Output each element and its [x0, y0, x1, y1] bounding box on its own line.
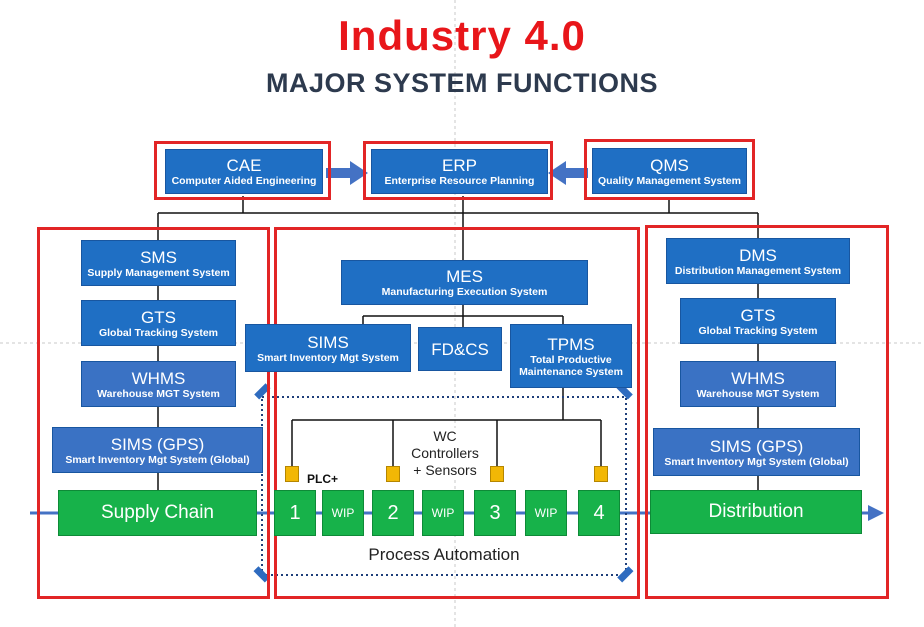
- sensor-station-2: [386, 466, 400, 482]
- distribution-sims-gps-name: SIMS (GPS): [709, 436, 804, 456]
- process-automation-label: Process Automation: [368, 545, 520, 564]
- qms-frame: [584, 139, 755, 200]
- center-sims-sub: Smart Inventory Mgt System: [257, 351, 399, 364]
- tpms-name: TPMS: [547, 334, 595, 354]
- qms-name: QMS: [650, 155, 689, 175]
- distribution-gts-box: GTS Global Tracking System: [680, 298, 836, 344]
- flow-arrow-head: [868, 505, 884, 521]
- cae-sub: Computer Aided Engineering: [171, 175, 317, 187]
- fdcs-box: FD&CS: [418, 327, 502, 371]
- station-4: 4: [578, 490, 620, 536]
- station-2: 2: [372, 490, 414, 536]
- cae-name: CAE: [226, 156, 262, 175]
- station-1: 1: [274, 490, 316, 536]
- distribution-whms-box: WHMS Warehouse MGT System: [680, 361, 836, 407]
- supply-whms-sub: Warehouse MGT System: [97, 387, 220, 400]
- qms-to-erp-arrow: [548, 161, 588, 185]
- tpms-box: TPMS Total Productive Maintenance System: [510, 324, 632, 388]
- supply-chain-box: Supply Chain: [58, 490, 257, 536]
- wip-3: WIP: [525, 490, 567, 536]
- supply-sims-gps-name: SIMS (GPS): [110, 434, 205, 454]
- supply-frame: [37, 227, 270, 599]
- wc-controllers-label: WC Controllers + Sensors: [395, 428, 495, 479]
- sms-name: SMS: [140, 247, 177, 267]
- supply-gts-sub: Global Tracking System: [98, 326, 219, 339]
- diagram-title: Industry 4.0: [338, 12, 586, 59]
- qms-sub: Quality Management System: [598, 174, 741, 187]
- center-sims-box: SIMS Smart Inventory Mgt System: [245, 324, 411, 372]
- erp-frame: [363, 141, 553, 200]
- dms-sub: Distribution Management System: [674, 264, 842, 277]
- diagram-subtitle: MAJOR SYSTEM FUNCTIONS: [265, 68, 659, 98]
- supply-gts-box: GTS Global Tracking System: [81, 300, 236, 346]
- mes-tree: [291, 305, 602, 466]
- wc-line-3: + Sensors: [413, 462, 477, 478]
- cae-box: CAE Computer Aided Engineering: [165, 149, 323, 194]
- distribution-frame: [645, 225, 889, 599]
- distribution-whms-name: WHMS: [731, 368, 785, 388]
- distribution-whms-sub: Warehouse MGT System: [696, 387, 820, 400]
- cae-to-erp-arrow: [326, 161, 368, 185]
- sensor-station-3: [490, 466, 504, 482]
- supply-sims-gps-sub: Smart Inventory Mgt System (Global): [65, 453, 250, 466]
- process-frame-corners: [253, 383, 634, 583]
- tpms-sub-line2: Maintenance System: [519, 365, 623, 378]
- tpms-sub-line1: Total Productive: [530, 353, 612, 366]
- dms-name: DMS: [739, 245, 777, 265]
- cae-frame: [154, 141, 331, 200]
- mes-sub: Manufacturing Execution System: [381, 286, 548, 298]
- distribution-gts-name: GTS: [740, 305, 776, 325]
- erp-sub: Enterprise Resource Planning: [384, 175, 535, 187]
- sensor-station-1: [285, 466, 299, 482]
- sms-box: SMS Supply Management System: [81, 240, 236, 286]
- distribution-sims-gps-box: SIMS (GPS) Smart Inventory Mgt System (G…: [653, 428, 860, 476]
- sms-sub: Supply Management System: [87, 266, 230, 279]
- supply-whms-name: WHMS: [131, 368, 186, 388]
- dms-box: DMS Distribution Management System: [666, 238, 850, 284]
- qms-box: QMS Quality Management System: [592, 148, 747, 194]
- wip-2: WIP: [422, 490, 464, 536]
- fdcs-name: FD&CS: [431, 339, 489, 359]
- erp-name: ERP: [442, 156, 477, 175]
- distribution-box: Distribution: [650, 490, 862, 534]
- manufacturing-frame: [274, 227, 640, 599]
- wc-line-1: WC: [433, 428, 457, 444]
- supply-gts-name: GTS: [141, 307, 176, 327]
- mes-box: MES Manufacturing Execution System: [341, 260, 588, 305]
- supply-sims-gps-box: SIMS (GPS) Smart Inventory Mgt System (G…: [52, 427, 263, 473]
- station-3: 3: [474, 490, 516, 536]
- center-sims-name: SIMS: [307, 332, 349, 352]
- wc-line-2: Controllers: [411, 445, 479, 461]
- supply-whms-box: WHMS Warehouse MGT System: [81, 361, 236, 407]
- distribution-sims-gps-sub: Smart Inventory Mgt System (Global): [664, 455, 849, 468]
- plc-label: PLC+: [307, 472, 339, 486]
- mes-name: MES: [446, 267, 483, 286]
- sensor-station-4: [594, 466, 608, 482]
- wip-1: WIP: [322, 490, 364, 536]
- process-automation-frame: [261, 396, 627, 576]
- erp-box: ERP Enterprise Resource Planning: [371, 149, 548, 194]
- distribution-gts-sub: Global Tracking System: [698, 324, 818, 337]
